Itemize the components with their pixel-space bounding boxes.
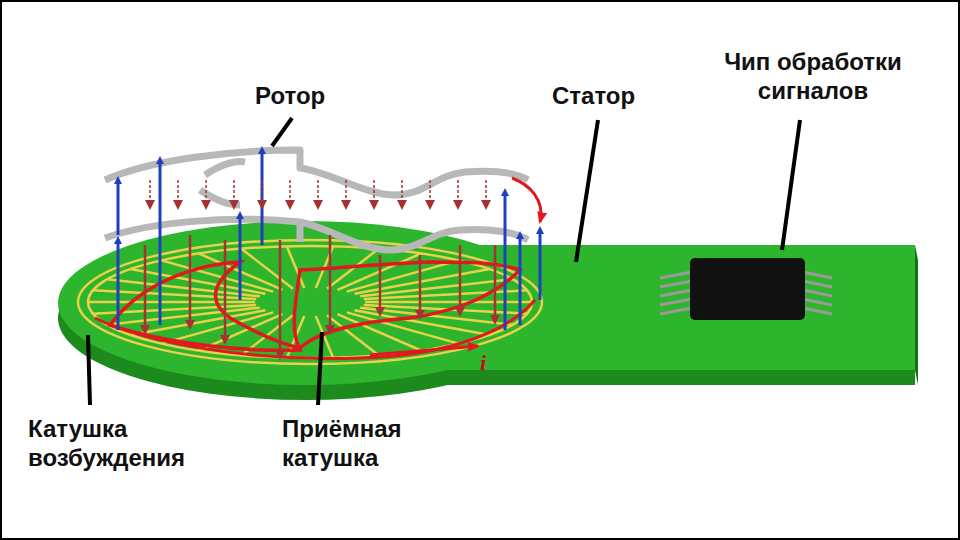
chip-pin xyxy=(803,281,832,287)
field-up-arrow xyxy=(519,235,522,325)
signal-chip xyxy=(660,258,832,320)
chip-pin xyxy=(660,308,692,314)
field-up-arrow xyxy=(539,230,542,300)
chip-pin xyxy=(660,290,692,296)
field-arrows xyxy=(118,150,540,355)
current-arrow xyxy=(370,346,478,355)
field-up-arrow xyxy=(117,180,120,235)
field-down-arrow xyxy=(144,245,147,330)
field-down-arrow xyxy=(329,235,332,330)
field-down-arrow xyxy=(459,245,462,312)
part-label: Ротор xyxy=(255,82,365,111)
leader-lines xyxy=(88,118,800,405)
radial-trace xyxy=(241,249,293,289)
field-down-arrow xyxy=(261,180,263,205)
chip-pin xyxy=(803,272,832,278)
chip-pin xyxy=(803,290,832,296)
rotor-arrow xyxy=(512,178,541,222)
field-down-arrow xyxy=(189,235,192,325)
part-label: Катушка возбуждения xyxy=(28,415,218,473)
coil-traces xyxy=(78,240,542,364)
receiver-coil xyxy=(110,262,520,350)
chip-pin xyxy=(660,281,692,287)
field-down-arrow xyxy=(149,180,151,205)
field-down-arrow xyxy=(429,180,431,205)
radial-trace xyxy=(287,246,304,288)
chip-pin xyxy=(660,272,692,278)
part-label: Приёмная катушка xyxy=(282,415,472,473)
field-down-arrow xyxy=(279,240,282,355)
field-down-arrow xyxy=(457,180,459,205)
part-label: Статор xyxy=(552,82,672,111)
field-down-arrow xyxy=(289,180,291,205)
field-down-arrow xyxy=(485,180,487,205)
field-down-arrow xyxy=(373,180,375,205)
field-down-arrow xyxy=(233,180,235,205)
field-down-arrow xyxy=(379,255,382,312)
current-symbol: i xyxy=(480,350,500,376)
radial-trace xyxy=(365,301,532,304)
chip-pin xyxy=(803,308,832,314)
field-up-arrow xyxy=(117,240,120,330)
field-down-arrow xyxy=(401,180,403,205)
chip-pin xyxy=(803,299,832,305)
rotor xyxy=(105,150,528,250)
field-down-arrow xyxy=(224,240,227,340)
field-down-arrow xyxy=(494,245,497,320)
field-down-arrow xyxy=(317,180,319,205)
stator-board xyxy=(58,221,918,400)
field-up-arrow xyxy=(504,192,507,330)
field-down-arrow xyxy=(345,180,347,205)
radial-trace xyxy=(364,290,527,299)
field-up-arrow xyxy=(261,150,264,245)
field-up-arrow xyxy=(239,215,242,300)
field-down-arrow xyxy=(205,180,207,205)
field-down-arrow xyxy=(177,180,179,205)
part-label: Чип обработки сигналов xyxy=(708,48,918,106)
radial-trace xyxy=(88,301,255,304)
field-down-arrow xyxy=(419,255,422,315)
field-up-arrow xyxy=(159,160,162,325)
chip-pin xyxy=(660,299,692,305)
